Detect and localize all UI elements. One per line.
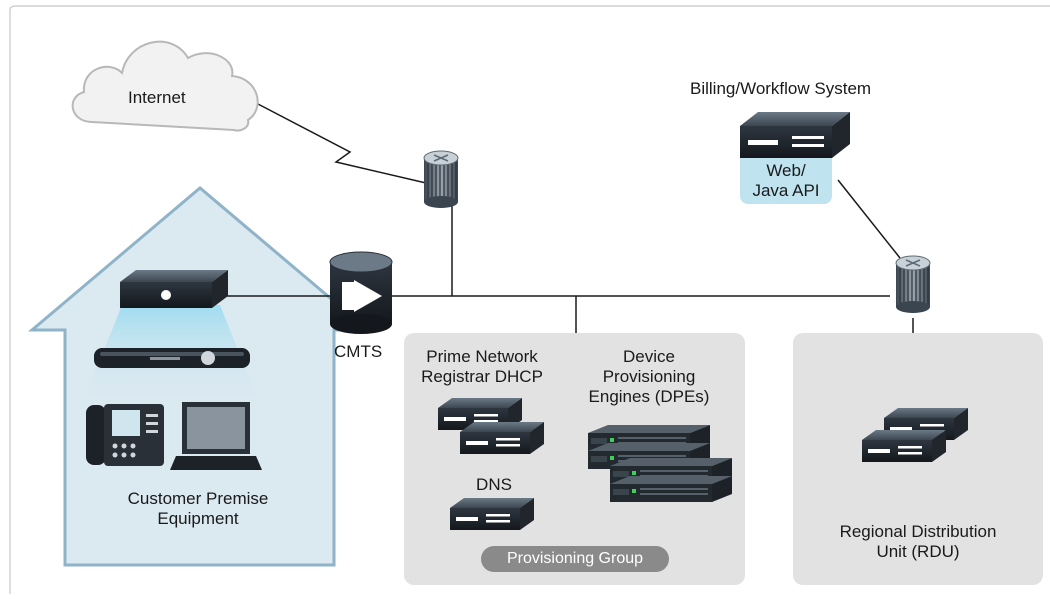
laptop-icon bbox=[170, 402, 262, 470]
dpe-label-line1: Device bbox=[623, 347, 675, 366]
dhcp-label-line1: Prime Network bbox=[426, 347, 538, 366]
billing-router-icon bbox=[895, 255, 931, 314]
dns-label: DNS bbox=[476, 475, 512, 494]
rdu-label-line1: Regional Distribution bbox=[839, 522, 997, 541]
dhcp-label: Prime Network Registrar DHCP bbox=[412, 347, 552, 387]
connection-lines bbox=[218, 103, 914, 333]
rdu-label-line2: Unit (RDU) bbox=[876, 542, 960, 561]
web-java-api-box: Web/ Java API bbox=[740, 158, 832, 204]
cpe-label: Customer Premise Equipment bbox=[78, 489, 318, 529]
dpe-label-line2: Provisioning bbox=[602, 367, 696, 386]
internet-label: Internet bbox=[128, 88, 186, 107]
dpe-label: Device Provisioning Engines (DPEs) bbox=[585, 347, 713, 407]
ip-phone-icon bbox=[86, 404, 164, 466]
dhcp-label-line2: Registrar DHCP bbox=[421, 367, 543, 386]
cmts-label: CMTS bbox=[334, 342, 383, 361]
set-top-box-icon bbox=[94, 348, 250, 368]
cpe-label-line2: Equipment bbox=[157, 509, 239, 528]
cable-modem-icon bbox=[120, 270, 228, 308]
cmts-icon bbox=[329, 251, 393, 334]
web-api-label: Web/ bbox=[766, 161, 806, 180]
provisioning-group-badge: Provisioning Group bbox=[481, 546, 669, 572]
dpe-server-icon bbox=[610, 476, 732, 502]
rdu-server-icon bbox=[862, 430, 946, 462]
dpe-label-line3: Engines (DPEs) bbox=[588, 387, 710, 406]
java-api-label: Java API bbox=[752, 181, 820, 200]
internet-router-icon bbox=[423, 150, 459, 209]
frame-border bbox=[9, 5, 1050, 594]
billing-system-label: Billing/Workflow System bbox=[690, 79, 872, 98]
billing-server-icon bbox=[740, 112, 850, 158]
cpe-label-line1: Customer Premise bbox=[127, 489, 269, 508]
dhcp-server-icon bbox=[460, 422, 544, 454]
internet-cloud-icon bbox=[71, 40, 259, 132]
rdu-label: Regional Distribution Unit (RDU) bbox=[808, 522, 1028, 562]
dns-server-icon bbox=[450, 498, 534, 530]
